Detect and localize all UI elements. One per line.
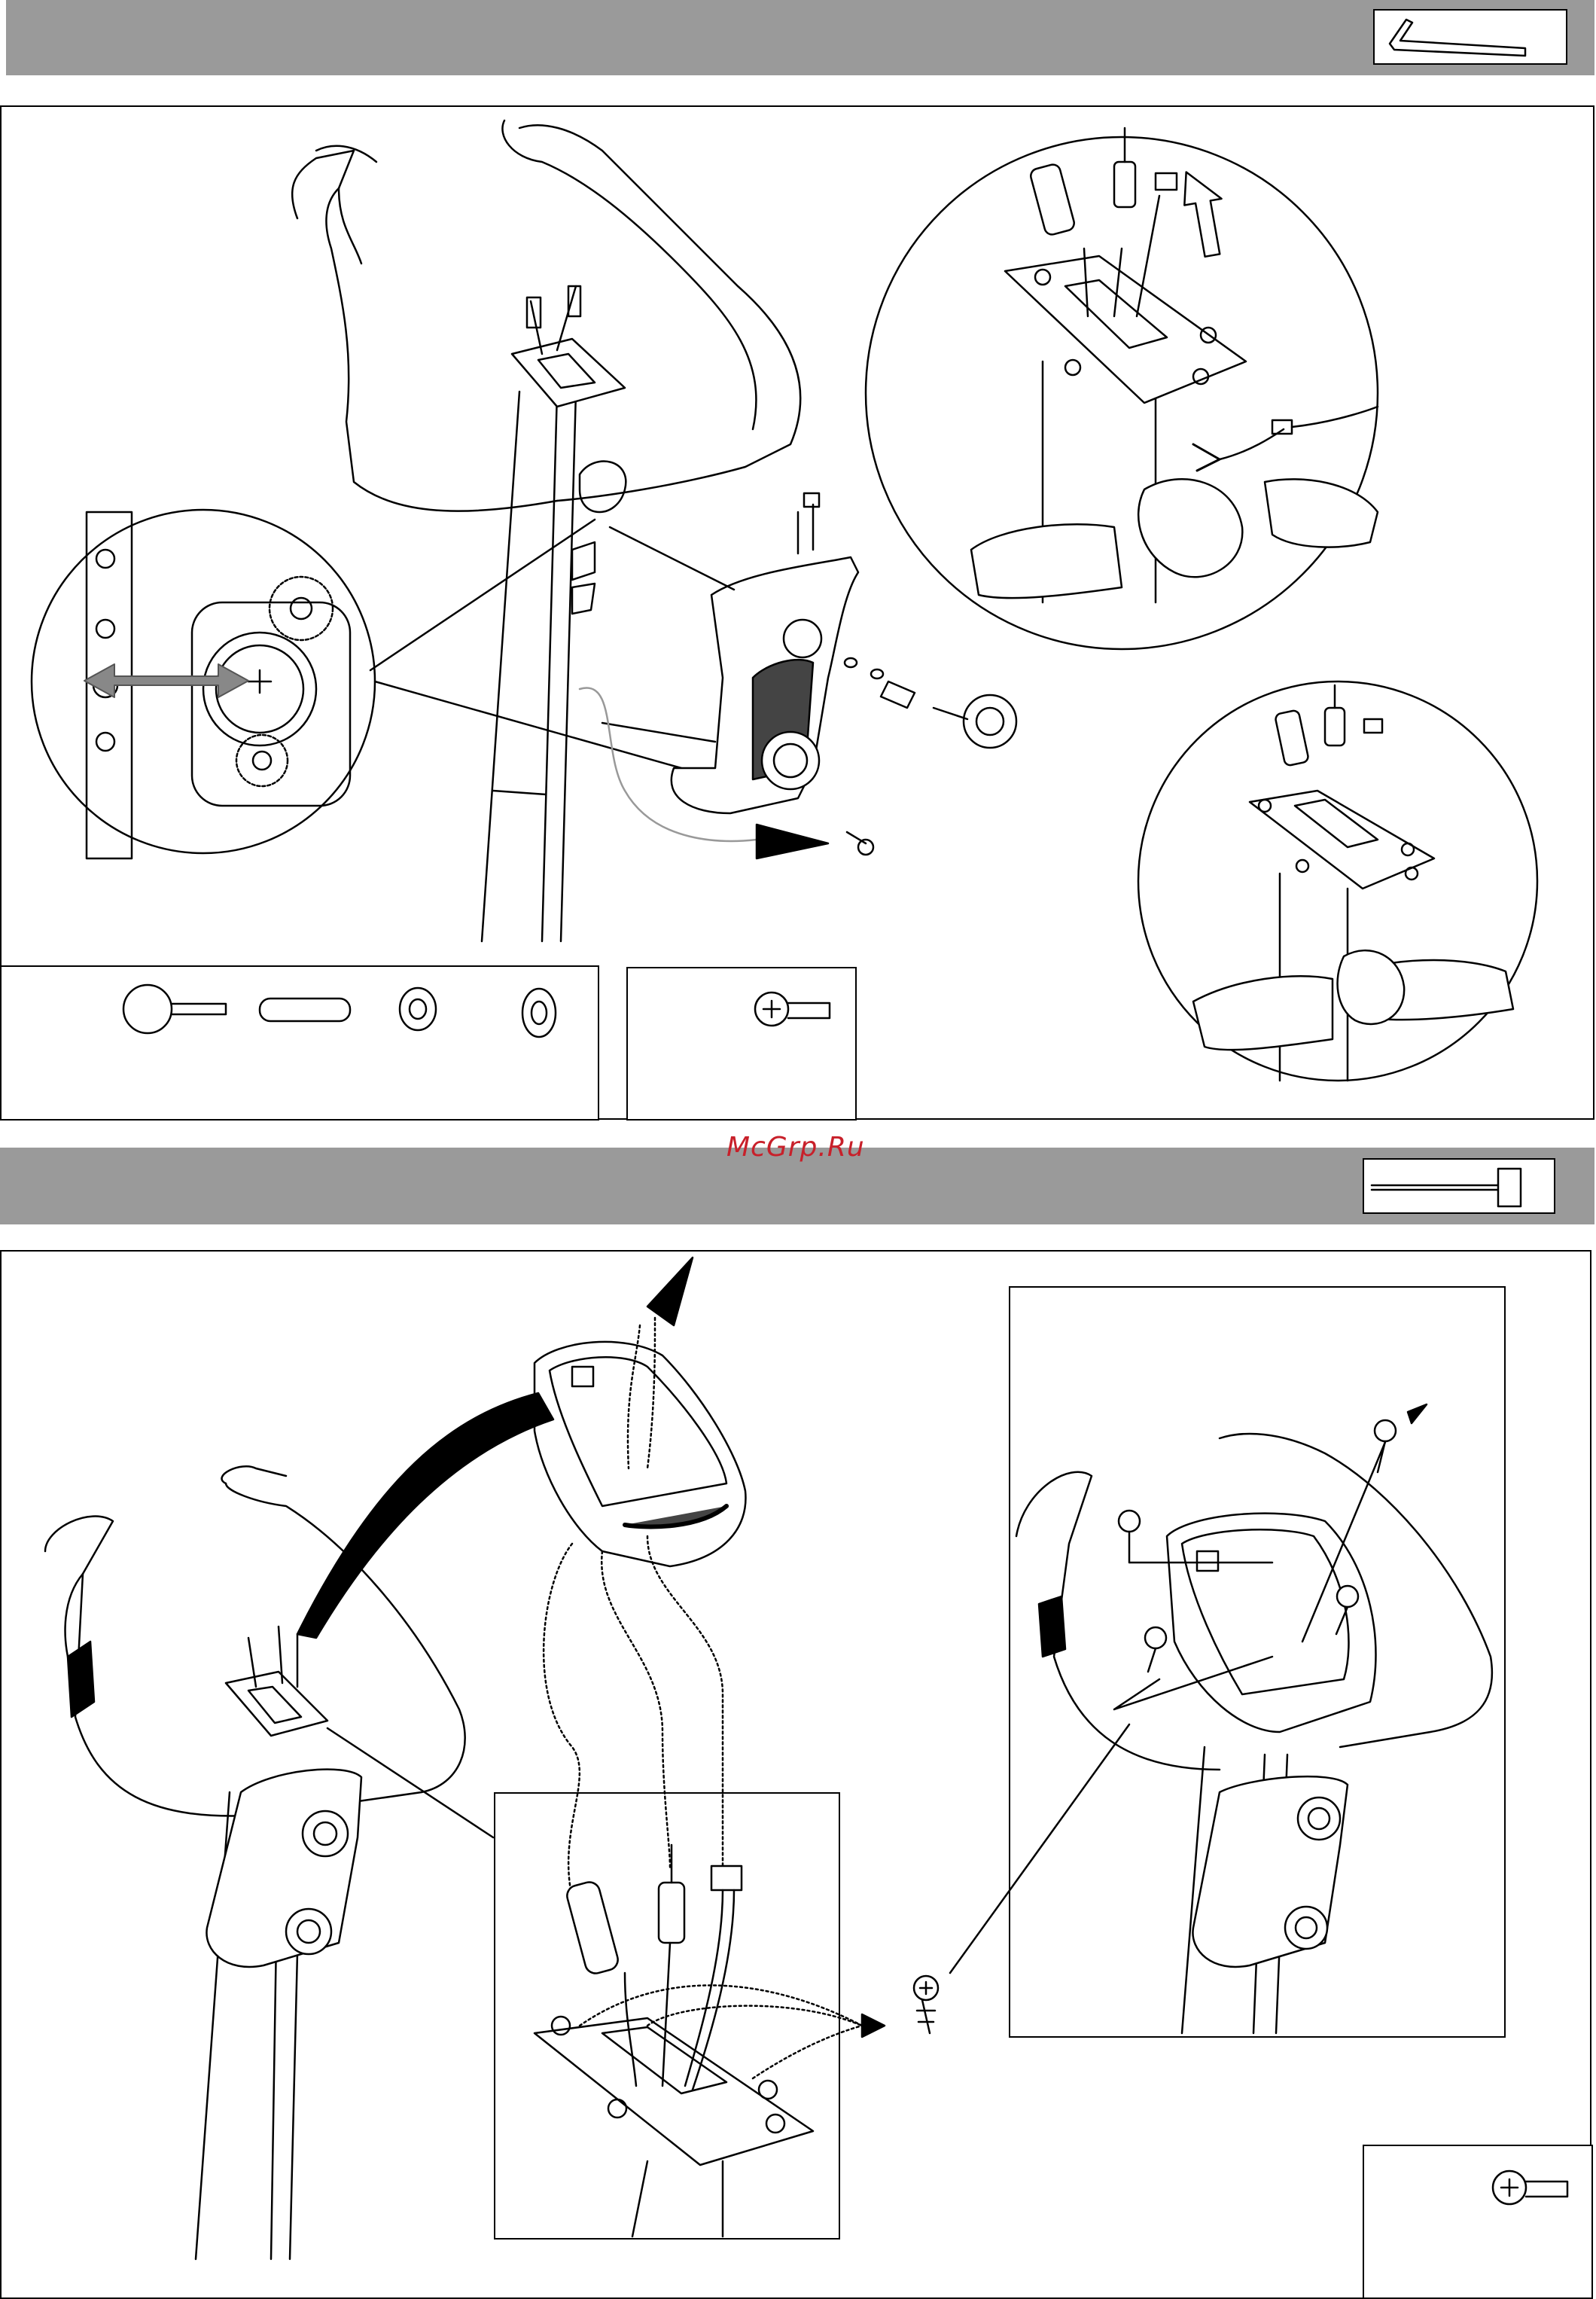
knob-bolt-icon	[123, 985, 226, 1033]
screwdriver-icon	[1372, 1169, 1521, 1206]
flat-washer-icon	[522, 989, 556, 1037]
allen-key-icon	[1390, 20, 1525, 56]
console-unit	[297, 1258, 745, 1898]
wiring-detail-content	[535, 1724, 1129, 2236]
phillips-screw-icon	[755, 992, 830, 1026]
cable-plate-inset-lower	[1138, 681, 1537, 1081]
cable-plate-inset-upper	[866, 128, 1378, 649]
phillips-screw-icon-bottom	[1493, 2171, 1567, 2204]
handlebar-mount-part	[602, 493, 858, 813]
spring-washer-icon	[400, 988, 436, 1030]
bike-frame-bottom	[45, 1466, 493, 2259]
console-installed-content	[1016, 1404, 1492, 2033]
knob-assembly-exploded	[845, 658, 1016, 748]
spacer-tube-icon	[260, 999, 350, 1021]
bike-frame-top	[292, 120, 800, 941]
screw-part	[847, 832, 873, 855]
